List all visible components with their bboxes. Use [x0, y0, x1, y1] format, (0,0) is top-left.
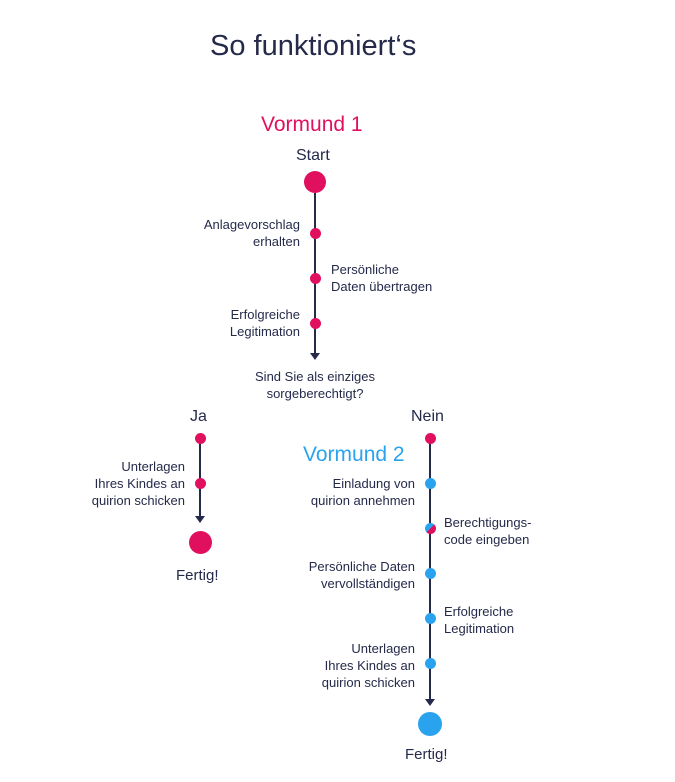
end-node: [418, 712, 442, 736]
step-node: [195, 478, 206, 489]
guardian2-arrow-icon: [425, 699, 435, 706]
end-label: Fertig!: [405, 746, 448, 763]
end-label: Fertig!: [176, 567, 219, 584]
start-node: [304, 171, 326, 193]
step-node: [425, 613, 436, 624]
step-label: Persönliche Daten vervollständigen: [308, 559, 415, 591]
guardian2-heading: Vormund 2: [303, 443, 405, 466]
step-node: [425, 478, 436, 489]
yes-arrow-icon: [195, 516, 205, 523]
step-node: [310, 273, 321, 284]
step-label: Erfolgreiche Legitimation: [444, 604, 515, 636]
step-node: [310, 318, 321, 329]
step-node: [425, 568, 436, 579]
step-node: [425, 523, 436, 534]
step-label: Unterlagen Ihres Kindes an quirion schic…: [321, 641, 415, 690]
step-label: Einladung von quirion annehmen: [310, 476, 415, 508]
step-node: [310, 228, 321, 239]
step-label: Anlagevorschlag erhalten: [203, 217, 300, 249]
step-label: Erfolgreiche Legitimation: [229, 307, 300, 339]
step-label: Persönliche Daten übertragen: [331, 262, 433, 294]
end-node: [189, 531, 212, 554]
guardian1-arrow-icon: [310, 353, 320, 360]
decision-question: Sind Sie als einziges sorgeberechtigt?: [255, 369, 375, 401]
branch-no-label: Nein: [411, 408, 444, 425]
guardian1-heading: Vormund 1: [261, 113, 363, 136]
step-node: [425, 433, 436, 444]
start-label: Start: [296, 147, 330, 164]
branch-yes-label: Ja: [190, 408, 207, 425]
step-node: [425, 658, 436, 669]
step-label: Berechtigungs- code eingeben: [444, 515, 532, 547]
page-title: So funktioniert‘s: [210, 30, 417, 62]
step-label: Unterlagen Ihres Kindes an quirion schic…: [91, 459, 185, 508]
step-node: [195, 433, 206, 444]
